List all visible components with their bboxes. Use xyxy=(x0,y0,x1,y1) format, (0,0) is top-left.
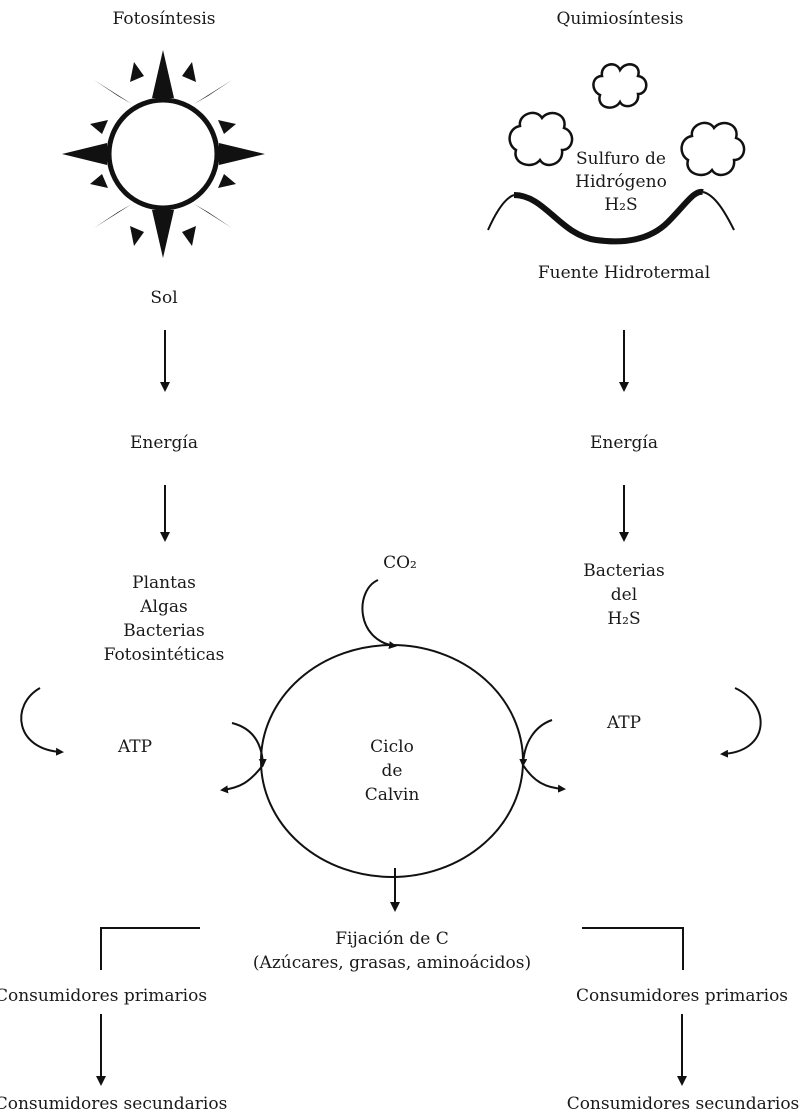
label-consumidores-primarios-right: Consumidores primarios xyxy=(576,986,788,1006)
title-fotosintesis: Fotosíntesis xyxy=(112,9,215,29)
gas-line-1: Sulfuro de xyxy=(576,149,666,169)
label-consumidores-secundarios-right: Consumidores secundarios xyxy=(567,1094,800,1114)
cloud-icon xyxy=(680,121,746,177)
label-sol: Sol xyxy=(150,288,177,308)
organism-line-2-right: del xyxy=(611,585,637,605)
organism-line-1-right: Bacterias xyxy=(583,561,664,581)
label-fuente-hidrotermal: Fuente Hidrotermal xyxy=(538,263,710,283)
label-fijacion-detail: (Azúcares, grasas, aminoácidos) xyxy=(253,953,531,973)
organism-line-3-right: H₂S xyxy=(607,609,640,629)
title-quimiosintesis: Quimiosíntesis xyxy=(556,9,683,29)
label-atp-left: ATP xyxy=(117,737,152,757)
bracket-left xyxy=(100,927,200,970)
cycle-line-1: Ciclo xyxy=(370,737,414,757)
label-energia-left: Energía xyxy=(130,433,198,453)
gas-line-2: Hidrógeno xyxy=(575,172,667,192)
cycle-line-3: Calvin xyxy=(365,785,420,805)
organism-line-2: Algas xyxy=(139,597,187,617)
arrow-co2-in xyxy=(361,579,397,650)
label-atp-right: ATP xyxy=(606,713,641,733)
label-consumidores-secundarios-left: Consumidores secundarios xyxy=(0,1094,227,1114)
cloud-icon xyxy=(592,63,648,109)
arrow-atp-right-loop xyxy=(720,687,762,758)
arrow-atp-into-cycle-left xyxy=(231,722,267,767)
label-fijacion: Fijación de C xyxy=(335,929,449,949)
arrow-cycle-out-right xyxy=(522,764,566,793)
organism-line-1: Plantas xyxy=(132,573,196,593)
arrow-cycle-out-left xyxy=(220,764,264,794)
label-co2: CO₂ xyxy=(383,553,417,573)
organism-line-3: Bacterias xyxy=(123,621,204,641)
organism-line-4: Fotosintéticas xyxy=(104,645,225,665)
label-energia-right: Energía xyxy=(590,433,658,453)
arrow-atp-left-loop xyxy=(20,687,64,756)
label-consumidores-primarios-left: Consumidores primarios xyxy=(0,986,207,1006)
hydrothermal-vent xyxy=(487,188,735,245)
sun-icon xyxy=(62,50,265,258)
cycle-line-2: de xyxy=(382,761,403,781)
bracket-right xyxy=(582,927,684,970)
cloud-icon xyxy=(508,111,574,167)
gas-line-3: H₂S xyxy=(604,195,637,215)
arrow-atp-into-cycle-right xyxy=(519,719,553,767)
